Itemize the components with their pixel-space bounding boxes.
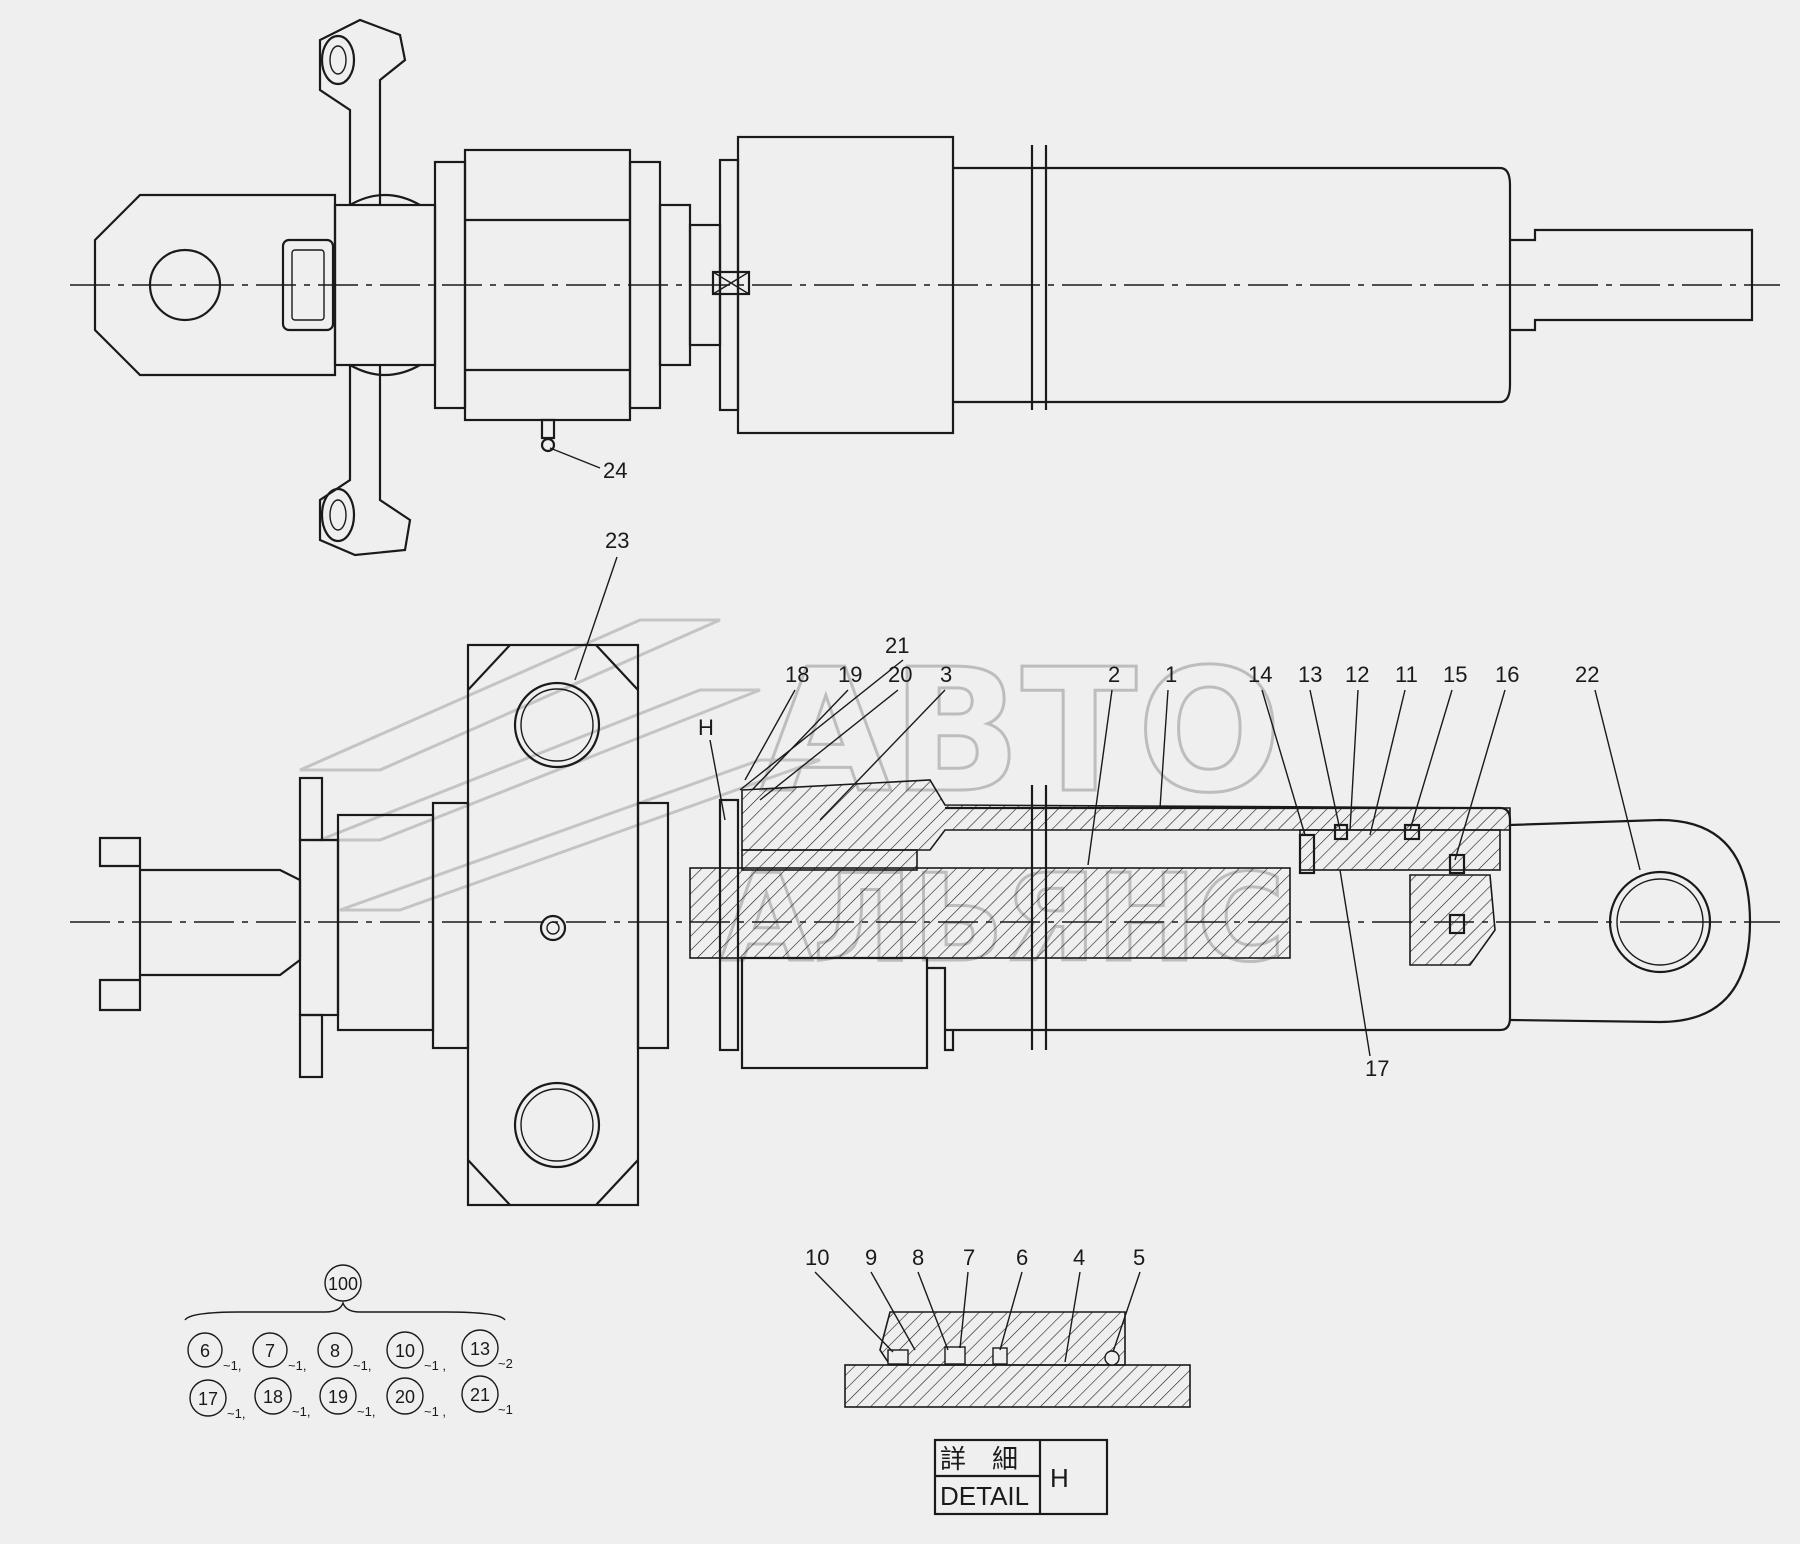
section-piston-nut	[1409, 874, 1496, 966]
kit-qty-6: ~1,	[223, 1358, 241, 1373]
section-fork-end	[98, 836, 302, 1012]
callout-3: 3	[940, 662, 952, 687]
top-lower-pin-hole	[320, 487, 356, 543]
detail-callout-5: 5	[1133, 1245, 1145, 1270]
kit-row-1: 6 ~1, 7 ~1, 8 ~1, 10 ~1 , 13 ~2	[187, 1329, 513, 1373]
kit-qty-10: ~1 ,	[424, 1358, 446, 1373]
section-rod-eye	[1509, 818, 1752, 1024]
top-cylinder-tube	[953, 166, 1512, 404]
callout-11: 11	[1395, 662, 1418, 687]
kit-item-8: 8	[330, 1341, 340, 1361]
kit-item-18: 18	[263, 1387, 283, 1407]
kit-item-19: 19	[328, 1387, 348, 1407]
kit-item-7: 7	[265, 1341, 275, 1361]
detail-title-jp: 詳 細	[940, 1445, 1018, 1475]
kit-item-20: 20	[395, 1387, 415, 1407]
rod-eye-hole	[1608, 870, 1712, 974]
callout-19: 19	[838, 662, 862, 687]
seal-kit-list: 100 6 ~1, 7 ~1, 8 ~1, 10 ~1 , 13 ~2 17 ~…	[184, 1264, 513, 1421]
trunnion-hole-upper	[513, 681, 601, 769]
callout-leader-24	[549, 447, 601, 469]
callout-12: 12	[1345, 662, 1369, 687]
detail-title-en: DETAIL	[940, 1481, 1029, 1511]
detail-callout-8: 8	[912, 1245, 924, 1270]
callout-13: 13	[1298, 662, 1322, 687]
callout-1: 1	[1165, 662, 1177, 687]
callout-24: 24	[603, 458, 627, 483]
kit-item-21: 21	[470, 1385, 490, 1405]
kit-item-10: 10	[395, 1341, 415, 1361]
kit-qty-21: ~1	[498, 1402, 513, 1417]
callout-23: 23	[605, 528, 629, 553]
kit-item-17: 17	[198, 1389, 218, 1409]
kit-item-6: 6	[200, 1341, 210, 1361]
callout-H: H	[698, 715, 714, 740]
kit-qty-17: ~1,	[227, 1406, 245, 1421]
top-view: 24	[70, 18, 1780, 557]
top-eye-slot	[281, 238, 335, 332]
kit-qty-8: ~1,	[353, 1358, 371, 1373]
grease-nipple	[540, 418, 556, 440]
detail-rod	[844, 1364, 1191, 1408]
kit-header: 100	[328, 1274, 358, 1294]
top-rod-end	[1510, 228, 1754, 332]
detail-callout-10: 10	[805, 1245, 829, 1270]
top-rod-eye	[93, 193, 337, 377]
detail-callout-4: 4	[1073, 1245, 1085, 1270]
section-cylinder-tube	[1499, 806, 1512, 1032]
section-piston	[1299, 829, 1501, 871]
callout-2: 2	[1108, 662, 1120, 687]
section-view: 23 21 18 19 20 3 H 2 1 14 13 12 11 15 16…	[70, 528, 1780, 1207]
kit-qty-19: ~1,	[357, 1404, 375, 1419]
top-cylinder-head	[736, 135, 955, 435]
top-rod-eye-hole	[148, 248, 222, 322]
kit-qty-7: ~1,	[288, 1358, 306, 1373]
kit-brace	[184, 1300, 506, 1321]
callout-16: 16	[1495, 662, 1519, 687]
top-trunnion-arm-lower	[318, 365, 412, 557]
callout-15: 15	[1443, 662, 1467, 687]
kit-qty-20: ~1 ,	[424, 1404, 446, 1419]
callout-14: 14	[1248, 662, 1272, 687]
callout-22: 22	[1575, 662, 1599, 687]
top-upper-pin-hole	[320, 34, 356, 86]
callout-21: 21	[885, 633, 909, 658]
section-head-lower	[740, 956, 929, 1070]
detail-h-view: 10 9 8 7 6 4 5 詳 細 DETAIL H	[805, 1245, 1191, 1516]
section-trunnion-plate	[466, 643, 640, 1207]
detail-callout-9: 9	[865, 1245, 877, 1270]
callout-20: 20	[888, 662, 912, 687]
trunnion-hole-lower	[513, 1081, 601, 1169]
callout-18: 18	[785, 662, 809, 687]
kit-item-13: 13	[470, 1339, 490, 1359]
detail-gland	[879, 1311, 1126, 1366]
top-trunnion-arm-upper	[318, 18, 407, 205]
callout-17: 17	[1365, 1056, 1389, 1081]
detail-callout-7: 7	[963, 1245, 975, 1270]
kit-row-2: 17 ~1, 18 ~1, 19 ~1, 20 ~1 , 21 ~1	[189, 1375, 513, 1421]
kit-qty-13: ~2	[498, 1356, 513, 1371]
kit-qty-18: ~1,	[292, 1404, 310, 1419]
detail-callout-6: 6	[1016, 1245, 1028, 1270]
section-piston-rod	[689, 867, 1291, 959]
detail-title-letter: H	[1050, 1463, 1069, 1493]
